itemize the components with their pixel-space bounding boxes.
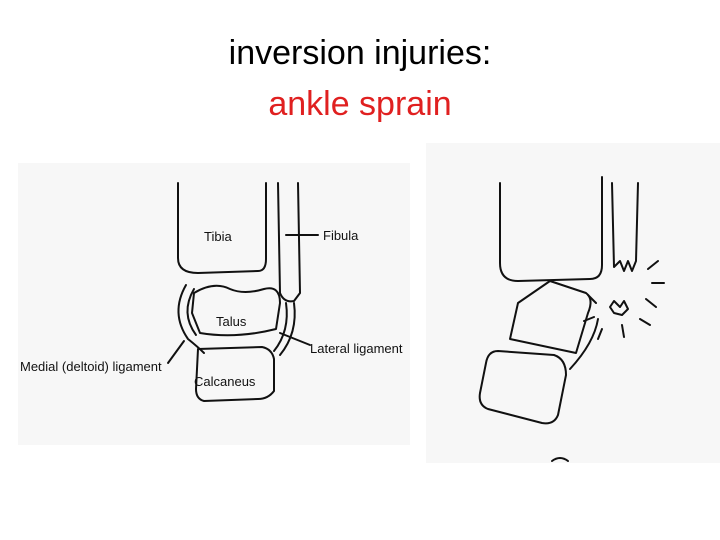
calcaneus-bone xyxy=(478,350,567,425)
label-calcaneus: Calcaneus xyxy=(194,374,256,389)
slide-subtitle: ankle sprain xyxy=(268,85,452,123)
label-talus: Talus xyxy=(216,314,247,329)
label-tibia: Tibia xyxy=(204,229,232,244)
label-lateral-ligament: Lateral ligament xyxy=(310,341,403,356)
ankle-sprain-diagram xyxy=(426,143,720,463)
label-medial-ligament: Medial (deltoid) ligament xyxy=(20,359,162,374)
torn-lateral-ligament xyxy=(609,300,629,316)
talus-bone xyxy=(509,280,592,354)
slide-title: inversion injuries: xyxy=(228,34,492,72)
calcaneus-bone xyxy=(195,346,275,402)
label-fibula: Fibula xyxy=(323,228,359,243)
fibula-bone xyxy=(611,182,639,272)
diagram-background xyxy=(426,143,720,463)
normal-ankle-diagram: Tibia Fibula Talus Lateral ligament Medi… xyxy=(18,163,410,445)
diagram-background xyxy=(18,163,410,445)
fibula-bone xyxy=(277,182,301,303)
tibia-bone xyxy=(499,176,603,282)
tibia-bone xyxy=(177,182,267,274)
talus-bone xyxy=(191,284,281,337)
lateral-ligament xyxy=(279,302,296,356)
injury-burst-icon xyxy=(583,260,665,340)
